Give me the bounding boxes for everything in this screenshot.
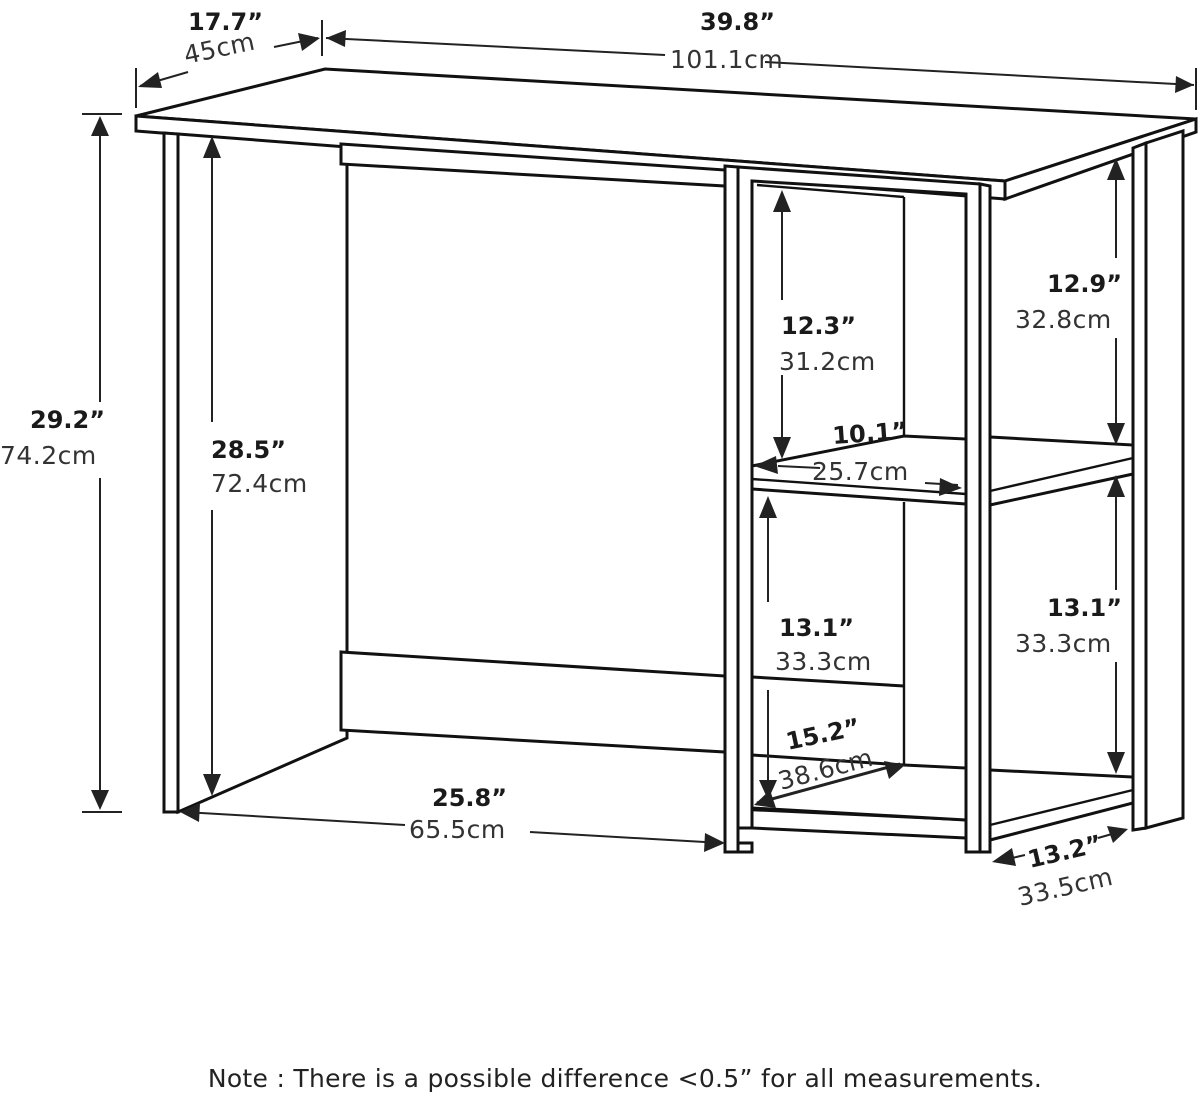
inner-back-seam (751, 675, 905, 688)
inner-bottom-base (751, 826, 967, 840)
legroom-width-inch-label: 25.8” (432, 784, 507, 812)
inner-bottom-shelf-front (751, 808, 967, 822)
inner-middle-shelf-front-edge (751, 477, 967, 496)
legroom-height-cm-label: 72.4cm (211, 469, 308, 498)
shelf-unit-left-post-foot (736, 841, 754, 854)
total-height-inch-label: 29.2” (30, 406, 105, 434)
inner-upper-height-inch-label: 12.3” (781, 312, 856, 340)
inner-shelf-width-inch-label: 10.1” (831, 417, 908, 450)
side-lower-height-cm-label: 33.3cm (1015, 629, 1112, 658)
legroom-width-cm-label: 65.5cm (409, 815, 506, 844)
desktop-right-edge (1003, 116, 1198, 202)
side-lower-height-inch-label: 13.1” (1047, 594, 1122, 622)
inner-bottom-shelf (750, 753, 968, 822)
left-leg-side (176, 132, 349, 815)
legroom-height-inch-label: 28.5” (211, 436, 286, 464)
measurement-note: Note : There is a possible difference <0… (207, 1064, 1043, 1093)
depth-inch-label: 17.7” (188, 8, 263, 36)
side-upper-height-inch-label: 12.9” (1047, 270, 1122, 298)
inner-middle-shelf (750, 434, 968, 506)
cubby-top-back (756, 183, 905, 199)
inner-lower-height-cm-label: 33.3cm (775, 647, 872, 676)
side-lower-shelf-front (989, 788, 1134, 827)
shelf-unit-right-post (978, 182, 992, 854)
total-height-cm-label: 74.2cm (0, 441, 97, 470)
left-leg-front (162, 131, 180, 814)
inner-shelf-width-cm-label: 25.7cm (812, 457, 909, 486)
width-cm-label: 101.1cm (670, 45, 783, 74)
right-leg-side (1144, 128, 1185, 830)
inner-upper-height-cm-label: 31.2cm (779, 347, 876, 376)
lower-stretcher (339, 650, 727, 754)
right-leg-front-strip (1131, 140, 1148, 832)
width-inch-label: 39.8” (700, 8, 775, 36)
dimension-labels: 17.7” 45cm 39.8” 101.1cm 29.2” 74.2cm 28… (0, 8, 1122, 912)
dimension-lines (82, 20, 1197, 866)
side-upper-height-cm-label: 32.8cm (1015, 305, 1112, 334)
shelf-unit-left-post (723, 164, 740, 854)
inner-lower-height-inch-label: 13.1” (779, 614, 854, 642)
side-upper-shelf-front (989, 456, 1134, 493)
desk-drawing (134, 67, 1198, 854)
